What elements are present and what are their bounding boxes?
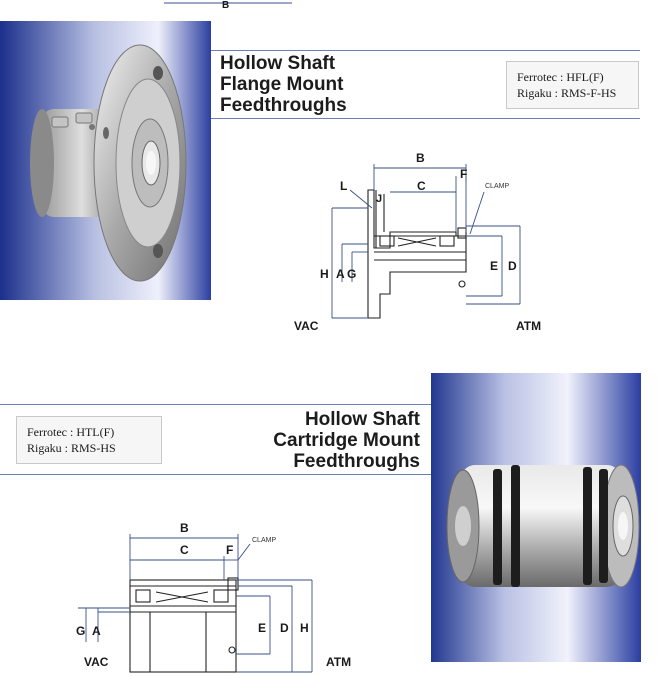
flange-dim-j: J [376, 193, 382, 205]
flange-vac-label: VAC [294, 319, 319, 333]
cartridge-dim-e: E [258, 621, 266, 635]
cartridge-title-line-2: Cartridge Mount [273, 430, 420, 451]
cartridge-title: Hollow Shaft Cartridge Mount Feedthrough… [260, 409, 420, 472]
cartridge-dim-g: G [76, 624, 85, 638]
cartridge-clamp-label: CLAMP [252, 537, 276, 544]
cartridge-outline [129, 577, 239, 673]
flange-xref-ferrotec: Ferrotec : HFL(F) [517, 70, 604, 84]
flange-dim-e: E [490, 259, 498, 273]
flange-title: Hollow Shaft Flange Mount Feedthroughs [220, 53, 347, 116]
cartridge-xref-ferrotec: Ferrotec : HTL(F) [27, 425, 115, 439]
flange-title-line-3: Feedthroughs [220, 95, 347, 116]
flange-clamp-label: CLAMP [485, 183, 509, 190]
previous-dimension-label: B [222, 0, 229, 10]
flange-dim-l: L [340, 179, 347, 193]
flange-mount-drawing: B C F L J H A G E D CLAMP VAC ATM [294, 151, 541, 333]
flange-title-line-2: Flange Mount [220, 74, 344, 95]
flange-dim-a: A [336, 267, 345, 281]
cartridge-vac-label: VAC [84, 655, 109, 669]
flange-dim-g: G [347, 267, 356, 281]
flange-title-line-1: Hollow Shaft [220, 53, 336, 74]
cartridge-cross-reference-box: Ferrotec : HTL(F) Rigaku : RMS-HS [16, 416, 162, 464]
flange-atm-label: ATM [516, 319, 541, 333]
cartridge-mount-drawing: B C F G A E D H CLAMP VAC ATM [76, 521, 351, 673]
cartridge-dim-c: C [180, 543, 189, 557]
cartridge-dim-d: D [280, 621, 289, 635]
cartridge-dimension-lines [78, 534, 313, 673]
cartridge-dim-h: H [300, 621, 309, 635]
flange-mount-photo [0, 21, 211, 300]
flange-dim-c: C [417, 179, 426, 193]
cartridge-mount-photo [431, 373, 641, 662]
flange-cross-reference-box: Ferrotec : HFL(F) Rigaku : RMS-F-HS [506, 61, 639, 109]
flange-dim-h: H [320, 267, 329, 281]
flange-dim-b: B [416, 151, 425, 165]
cartridge-title-line-1: Hollow Shaft [304, 409, 420, 430]
cartridge-atm-label: ATM [326, 655, 351, 669]
flange-dim-f: F [460, 167, 467, 181]
flange-xref-rigaku: Rigaku : RMS-F-HS [517, 86, 617, 100]
flange-title-rule-bottom [211, 118, 640, 119]
cartridge-title-rule-bottom [0, 474, 431, 475]
flange-outline [367, 189, 467, 319]
flange-title-rule-top [211, 50, 640, 51]
cartridge-dim-a: A [92, 624, 101, 638]
flange-dimension-lines [331, 164, 521, 319]
cartridge-dim-b: B [180, 521, 189, 535]
cartridge-title-line-3: Feedthroughs [293, 451, 420, 472]
flange-dim-d: D [508, 259, 517, 273]
cartridge-dim-f: F [226, 543, 233, 557]
cartridge-title-rule-top [0, 404, 431, 405]
previous-drawing-fragment: B [164, 0, 292, 10]
cartridge-xref-rigaku: Rigaku : RMS-HS [27, 441, 116, 455]
